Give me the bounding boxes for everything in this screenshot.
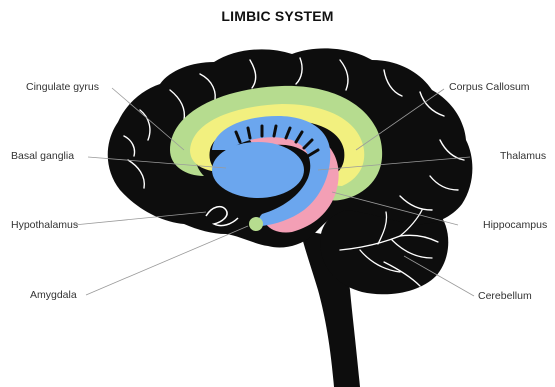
- diagram-title: LIMBIC SYSTEM: [0, 8, 555, 24]
- label-basal-ganglia: Basal ganglia: [11, 150, 74, 162]
- label-hippocampus: Hippocampus: [483, 219, 547, 231]
- label-hypothalamus: Hypothalamus: [11, 219, 78, 231]
- label-cingulate-gyrus: Cingulate gyrus: [26, 81, 99, 93]
- label-cerebellum: Cerebellum: [478, 290, 532, 302]
- basal-ganglia-shape: [212, 142, 304, 198]
- label-corpus-callosum: Corpus Callosum: [449, 81, 530, 93]
- label-amygdala: Amygdala: [30, 289, 77, 301]
- label-thalamus: Thalamus: [500, 150, 546, 162]
- amygdala-shape: [249, 217, 263, 231]
